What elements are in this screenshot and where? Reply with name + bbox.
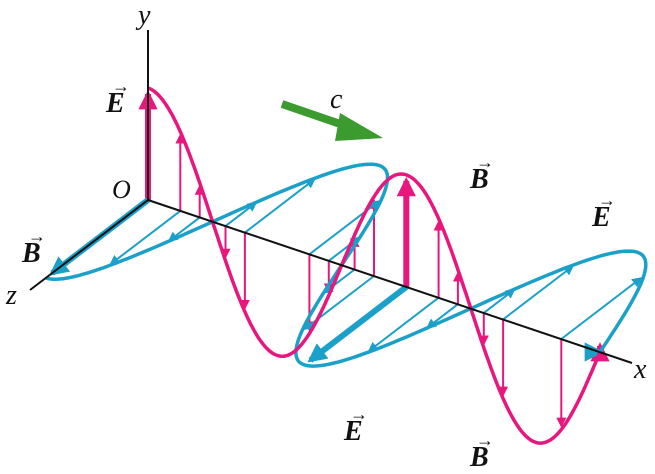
b-vector [244,178,316,234]
speed-label: c [330,84,343,115]
b-vector [322,268,356,294]
svg-text:E: E [105,88,125,119]
x-axis [147,199,633,364]
b-label-top-right: B → [469,152,494,195]
origin-label: O [112,175,131,204]
y-axis-label: y [135,0,151,31]
svg-text:B: B [21,238,41,269]
svg-text:B: B [469,164,489,195]
svg-text:→: → [476,152,494,172]
electric-wave-curve [147,86,602,445]
svg-text:→: → [28,226,46,246]
b-vector [109,210,181,266]
b-vector [167,216,201,242]
b-vector [483,288,516,314]
b-vector [426,303,459,329]
svg-text:E: E [591,202,611,233]
z-axis-label: z [5,280,17,311]
b-vector [328,236,361,262]
svg-text:→: → [112,76,130,96]
b-vector-bold [307,284,409,363]
e-label-right: E → [591,190,616,233]
b-vector [224,201,258,227]
magnetic-wave-curve [45,162,648,368]
svg-text:B: B [469,442,489,473]
e-label-top-left: E → [105,76,130,119]
b-label-left: B → [21,226,46,269]
svg-text:E: E [343,416,363,447]
svg-text:→: → [476,430,494,450]
b-vector [502,265,574,321]
e-label-bottom: E → [343,404,368,447]
z-axis [29,199,149,291]
velocity-arrow [280,100,383,141]
electric-field-vectors [138,90,610,428]
b-vector [367,296,440,352]
x-axis-label: x [633,354,647,385]
b-vector [560,277,643,340]
svg-text:→: → [598,190,616,210]
svg-text:→: → [350,404,368,424]
b-label-bottom: B → [469,430,494,473]
